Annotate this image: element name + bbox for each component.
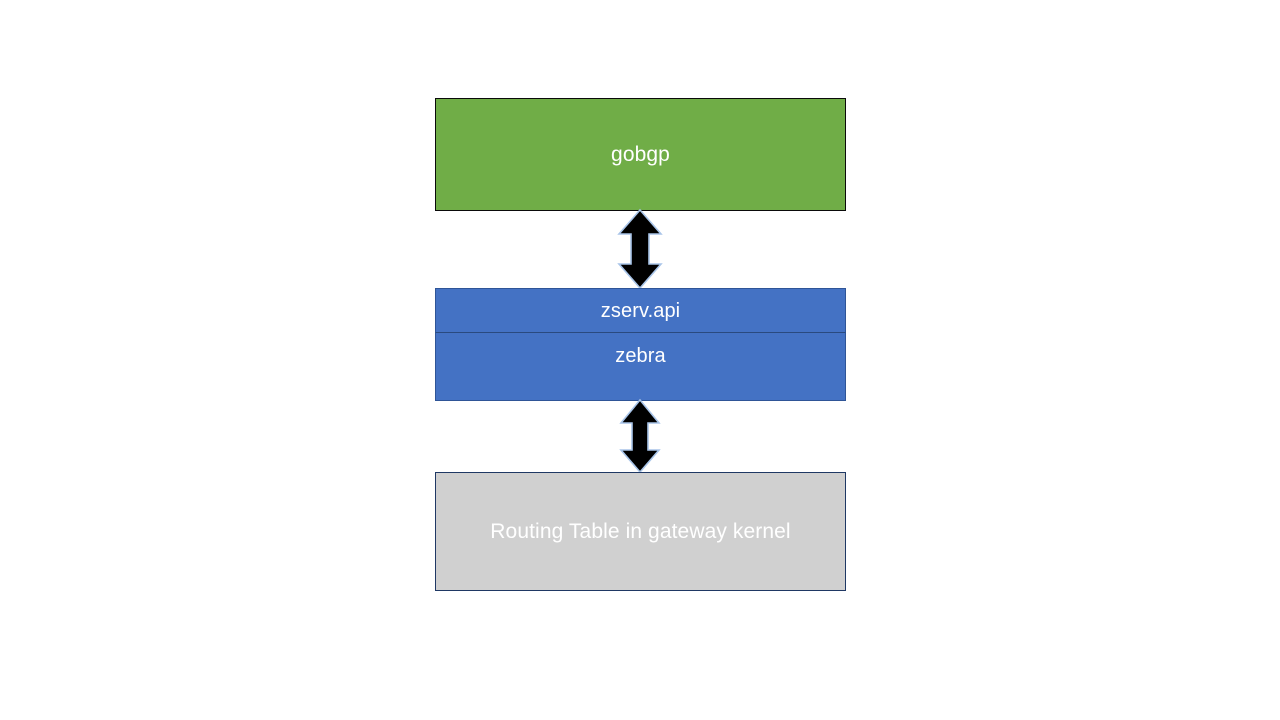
node-zebra-label: zebra bbox=[615, 345, 666, 367]
node-gobgp[interactable]: gobgp bbox=[435, 98, 846, 211]
node-routing-table[interactable]: Routing Table in gateway kernel bbox=[435, 472, 846, 591]
node-routing-table-label: Routing Table in gateway kernel bbox=[490, 520, 791, 543]
node-gobgp-label: gobgp bbox=[611, 143, 670, 166]
arrow-shape bbox=[619, 398, 661, 474]
node-zserv-api[interactable]: zserv.api bbox=[435, 288, 846, 333]
node-zserv-api-label: zserv.api bbox=[600, 299, 681, 322]
double-headed-vertical-arrow-icon bbox=[618, 398, 662, 474]
double-headed-vertical-arrow-icon bbox=[616, 208, 664, 290]
arrow-shape bbox=[617, 208, 663, 290]
node-zebra[interactable]: zebra bbox=[435, 333, 846, 401]
